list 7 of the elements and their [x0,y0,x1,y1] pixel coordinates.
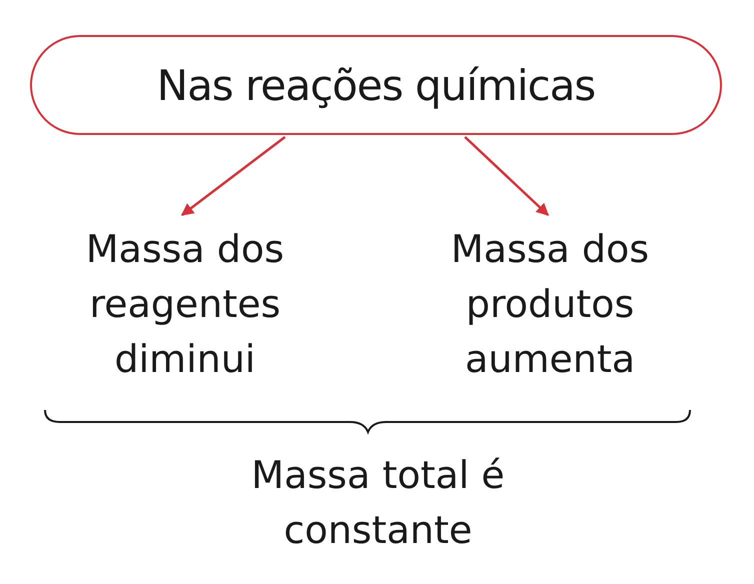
rounded-title-box [30,35,722,135]
summary-text: Massa total é constante [250,452,506,554]
arrow [181,136,286,216]
node-text: Massa dos produtos aumenta [450,226,650,384]
node-text: Massa dos reagentes diminui [84,226,286,384]
arrow [464,136,549,216]
title-text: Nas reações químicas [156,60,596,110]
